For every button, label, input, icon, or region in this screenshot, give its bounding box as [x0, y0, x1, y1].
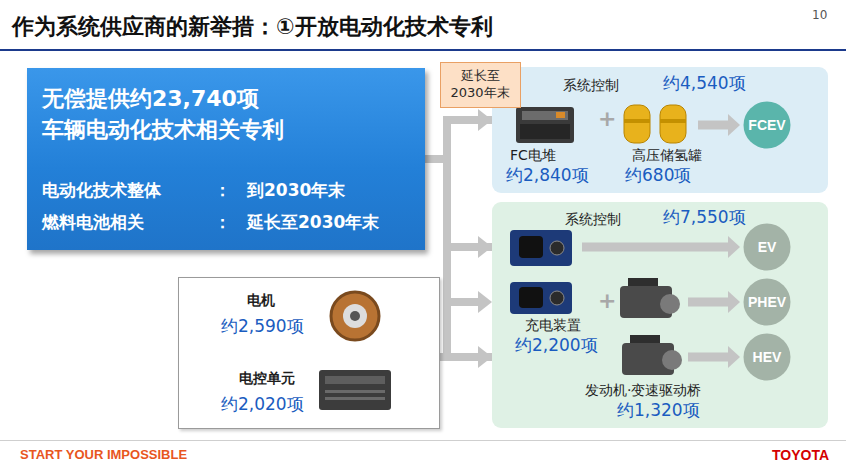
pcu-fin: [325, 390, 385, 393]
footer-slogan: START YOUR IMPOSSIBLE: [20, 447, 187, 462]
branch-line: [447, 298, 479, 306]
patent-count: 约680项: [625, 165, 691, 185]
vehicle-type-circle: HEV: [743, 333, 797, 385]
title-rule: [0, 49, 846, 51]
motor-pcu-box: 电机约2,590项电控单元约2,020项: [178, 277, 440, 429]
node-text: ：: [214, 180, 231, 200]
ev-phev-hev-panel: 系统控制 约7,550项充电装置约2,200项发动机·变速驱动桥约1,320项 EV…: [492, 202, 828, 428]
motor-rotor: [343, 304, 367, 328]
brand-logo: TOYOTA: [772, 447, 829, 463]
plus-sign: +: [598, 106, 616, 131]
vehicle-type-circle: FCEV: [743, 101, 797, 153]
node-text: 发动机·变速驱动桥: [585, 382, 701, 399]
tank-band: [660, 119, 686, 123]
plus-sign: +: [598, 288, 616, 313]
charger-port: [519, 287, 543, 308]
node-text: 延长至2030年末: [247, 212, 379, 232]
transaxle: [662, 350, 682, 370]
charger: [510, 230, 572, 266]
hydrogen-tank: [660, 105, 686, 143]
motor-shaft: [350, 311, 360, 321]
node-text: 延长至 2030年末: [445, 68, 515, 102]
patent-count: 约2,590项: [221, 316, 304, 336]
fc-stack-detail: [522, 111, 568, 120]
pcu-detail: [325, 376, 385, 384]
hydrogen-tank: [624, 105, 650, 143]
node-text: 到2030年末: [247, 180, 345, 200]
flow-arrowhead: [728, 236, 740, 258]
connector-arrow: [425, 159, 492, 247]
page-number: 10: [812, 8, 827, 22]
fc-stack-detail: [556, 112, 565, 118]
node-text: 电控单元: [239, 370, 295, 387]
flow-arrow: [688, 298, 729, 307]
connector-arrow: [440, 353, 492, 361]
fcev-panel: 系统控制 约4,540项 FC电堆约2,840项 高压储氢罐约680项 FCEV: [492, 67, 828, 193]
node-text: 系统控制: [565, 211, 621, 228]
tank-band: [624, 119, 650, 123]
node-text: FC电堆: [510, 147, 556, 164]
circle-fill: [744, 224, 791, 271]
trunk-branch: [447, 243, 492, 361]
node-text: 燃料电池相关: [42, 212, 144, 232]
slide-title: 作为系统供应商的新举措：①开放电动化技术专利: [12, 12, 493, 42]
pcu-fin: [325, 397, 385, 400]
charger: [510, 282, 572, 314]
node-text: HEV: [743, 333, 791, 381]
vehicle-type-circle: PHEV: [743, 278, 797, 330]
circle-fill: [744, 102, 791, 149]
fc-stack-detail: [520, 124, 570, 139]
flow-arrowhead: [728, 346, 740, 368]
node-text: 电机: [247, 292, 275, 309]
flow-arrowhead: [728, 291, 740, 313]
patent-count: 约7,550项: [663, 207, 746, 227]
patent-count: 约2,840项: [506, 165, 589, 185]
charger-port: [519, 236, 543, 258]
node-text: ：: [214, 212, 231, 232]
patent-count: 约2,200项: [515, 335, 598, 355]
node-text: 系统控制: [563, 77, 619, 94]
connector-arrow: [425, 120, 492, 159]
fc-stack: [516, 107, 574, 143]
charger-plug: [550, 241, 564, 255]
flow-arrow: [698, 121, 729, 130]
node-text: EV: [743, 223, 791, 271]
transaxle: [660, 294, 680, 314]
patent-count: 约2,020项: [221, 394, 304, 414]
branch-arrowhead: [478, 291, 492, 313]
extension-tag: 延长至 2030年末: [440, 62, 521, 108]
motor: [331, 292, 379, 340]
flow-arrow: [582, 243, 729, 252]
vehicle-type-circle: EV: [743, 223, 797, 275]
patent-summary-box: 无偿提供约23,740项 车辆电动化技术相关专利电动化技术整体 ： 到2030年末燃…: [27, 68, 425, 250]
patent-count: 约1,320项: [617, 400, 700, 420]
node-text: PHEV: [743, 278, 791, 326]
node-text: 高压储氢罐: [632, 147, 702, 164]
node-text: FCEV: [743, 101, 791, 149]
flow-arrowhead: [728, 114, 740, 136]
circle-fill: [744, 279, 791, 326]
motor-pcu-illustration: [179, 278, 441, 430]
charger-plug: [550, 291, 564, 305]
power-control-unit: [319, 370, 391, 410]
box-heading: 无偿提供约23,740项 车辆电动化技术相关专利: [42, 84, 412, 146]
node-text: 电动化技术整体: [42, 180, 161, 200]
circle-fill: [744, 334, 791, 381]
node-text: 充电装置: [525, 317, 581, 334]
patent-count: 约4,540项: [663, 73, 746, 93]
footer-rule: [0, 440, 846, 441]
flow-arrow: [688, 353, 729, 362]
